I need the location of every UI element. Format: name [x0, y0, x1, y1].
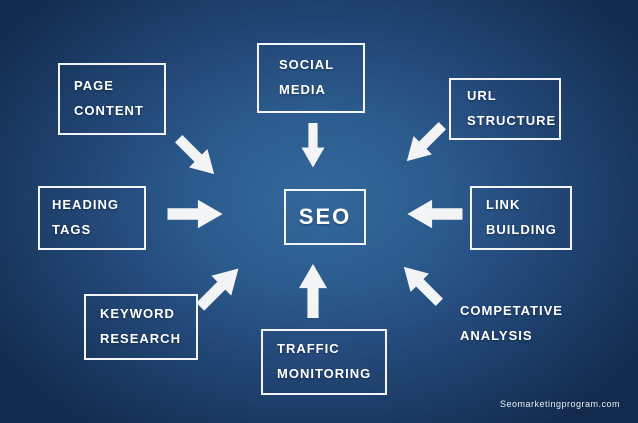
arrow-social-media-to-seo-icon: [295, 123, 331, 169]
seo-label: SEO: [298, 204, 352, 229]
arrow-keyword-research-to-seo-icon: [187, 254, 253, 320]
node-keyword-research: KEYWORD RESEARCH: [84, 294, 198, 360]
arrow-page-content-to-seo-icon: [166, 126, 228, 188]
node-label-line: URL: [467, 88, 497, 104]
arrow-competative-analysis-to-seo-icon: [390, 253, 452, 315]
node-label-line: PAGE: [74, 78, 114, 94]
node-label-line: STRUCTURE: [467, 113, 557, 128]
node-label-line: COMPETATIVE: [460, 303, 563, 319]
node-label-line: LINK: [486, 197, 521, 213]
node-label-line: HEADING: [52, 197, 119, 213]
site-credit: Seomarketingprogram.com: [499, 399, 620, 409]
node-label-line: MEDIA: [279, 82, 326, 97]
node-label-line: RESEARCH: [100, 331, 181, 346]
arrow-url-structure-to-seo-icon: [393, 113, 455, 175]
node-social-media: SOCIAL MEDIA: [257, 43, 365, 113]
node-label-line: BUILDING: [486, 222, 557, 237]
arrow-heading-tags-to-seo-icon: [165, 195, 227, 233]
node-label-line: KEYWORD: [100, 306, 175, 322]
node-label-line: TAGS: [52, 222, 92, 237]
node-page-content: PAGE CONTENT: [58, 63, 166, 135]
node-label-line: TRAFFIC: [277, 341, 340, 357]
node-seo-center: SEO: [284, 189, 366, 245]
node-label-line: ANALYSIS: [460, 328, 533, 343]
node-url-structure: URL STRUCTURE: [449, 78, 561, 140]
node-link-building: LINK BUILDING: [470, 186, 572, 250]
arrow-link-building-to-seo-icon: [403, 195, 465, 233]
node-label-line: MONITORING: [277, 366, 372, 381]
node-traffic-monitoring: TRAFFIC MONITORING: [261, 329, 387, 395]
node-label-line: CONTENT: [74, 103, 144, 118]
node-competative-analysis: COMPETATIVE ANALYSIS: [446, 292, 586, 356]
arrow-traffic-monitoring-to-seo-icon: [294, 262, 332, 318]
node-label-line: SOCIAL: [279, 57, 335, 73]
node-heading-tags: HEADING TAGS: [38, 186, 146, 250]
